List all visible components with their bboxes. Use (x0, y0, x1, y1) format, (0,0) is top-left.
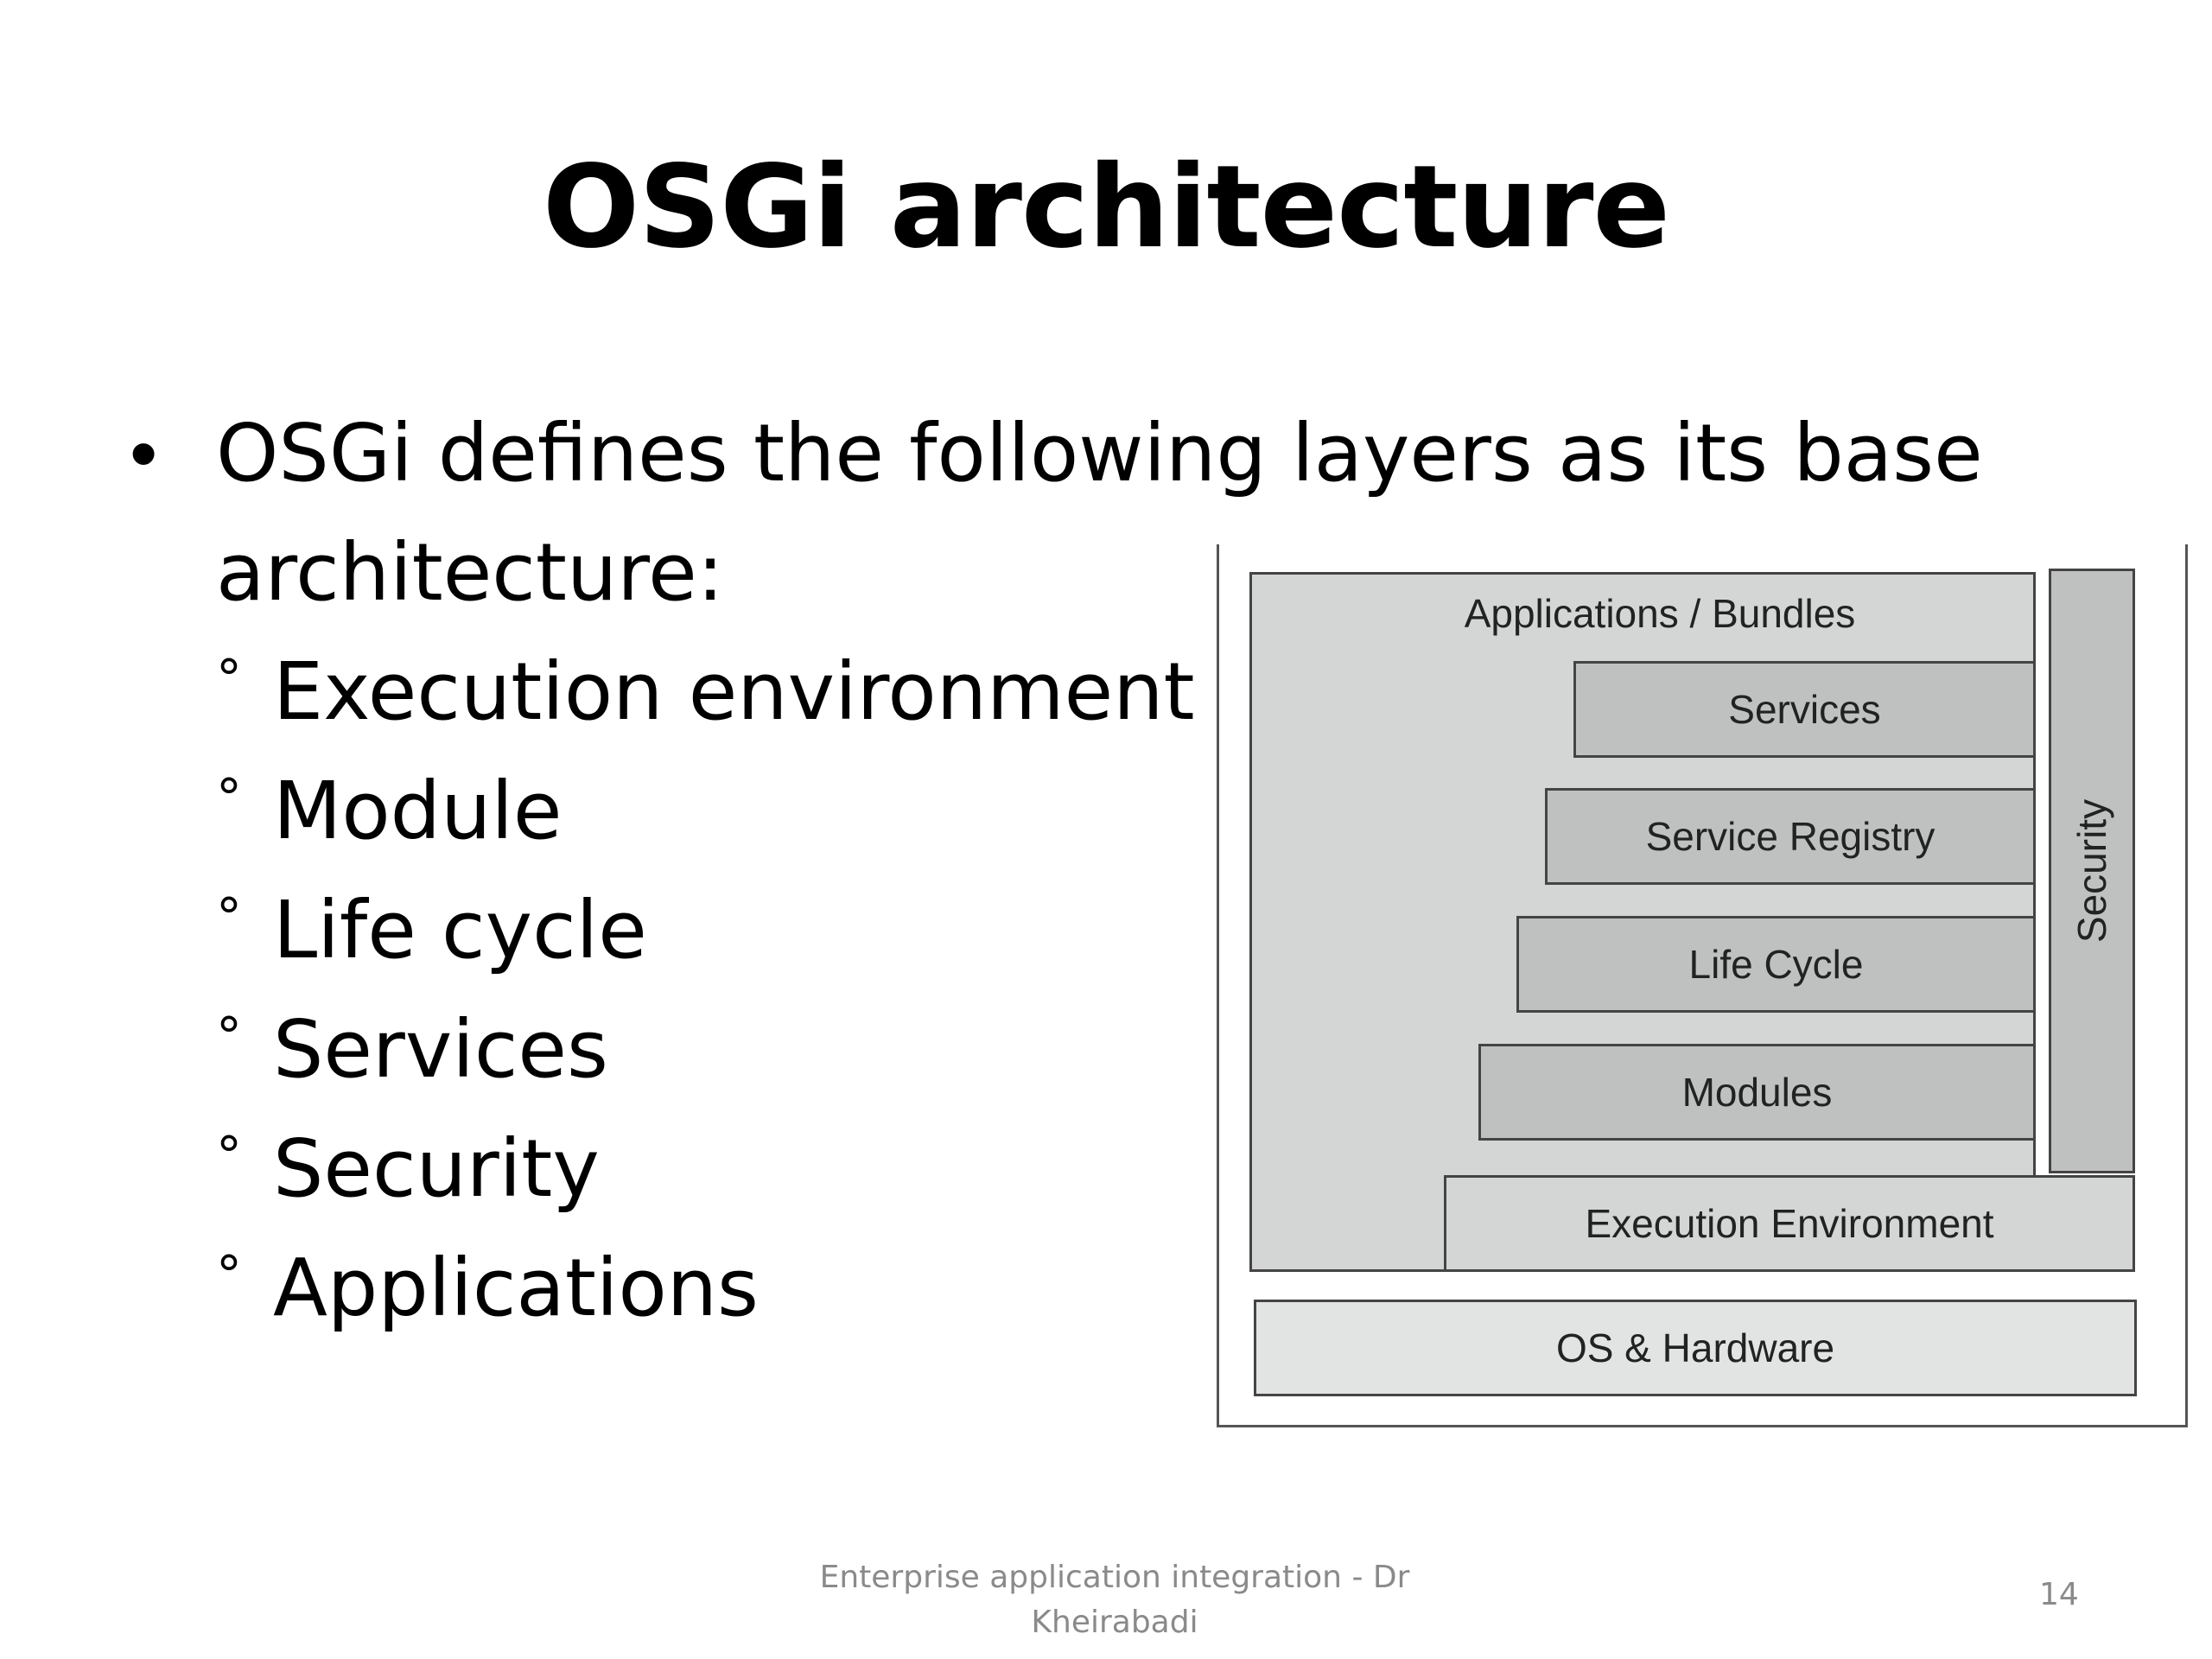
bullet-text-line-1: OSGi defines the following layers as its… (216, 407, 1983, 499)
bullet-text-line-2: architecture: (216, 526, 724, 619)
page-number: 14 (2039, 1577, 2079, 1612)
sub-item-marker: ° (216, 1126, 242, 1186)
modules-layer: Modules (1478, 1044, 2036, 1141)
sub-item-marker: ° (216, 1007, 242, 1067)
execution-environment-box: Execution Environment (1444, 1175, 2135, 1272)
life-cycle-layer: Life Cycle (1516, 916, 2036, 1013)
sub-item-marker: ° (216, 649, 242, 709)
services-layer: Services (1573, 661, 2036, 758)
os-hardware-label: OS & Hardware (1555, 1325, 1835, 1370)
applications-bundles-label: Applications / Bundles (1464, 591, 1856, 636)
sub-item-execution-environment: ° Execution environment (216, 645, 1195, 740)
security-bar: Security (2049, 569, 2135, 1173)
slide-title: OSGi architecture (542, 141, 1670, 274)
sub-item-label: Services (273, 1003, 608, 1096)
sub-item-label: Applications (273, 1242, 759, 1334)
sub-item-marker: ° (216, 1245, 242, 1306)
service-registry-layer-label: Service Registry (1645, 814, 1936, 859)
sub-item-services: ° Services (216, 1002, 608, 1097)
execution-environment-label: Execution Environment (1585, 1201, 1994, 1246)
sub-item-label: Security (273, 1122, 600, 1215)
sub-item-label: Module (273, 765, 563, 857)
security-bar-label: Security (2069, 798, 2115, 944)
sub-item-security: ° Security (216, 1122, 600, 1217)
footer-text: Enterprise application integration - Dr … (819, 1560, 1410, 1640)
life-cycle-layer-label: Life Cycle (1688, 942, 1864, 987)
sub-item-label: Execution environment (273, 645, 1195, 738)
sub-item-marker: ° (216, 768, 242, 829)
sub-item-module: ° Module (216, 764, 563, 859)
sub-item-life-cycle: ° Life cycle (216, 883, 647, 978)
service-registry-layer: Service Registry (1545, 788, 2036, 885)
sub-item-applications: ° Applications (216, 1241, 759, 1336)
sub-item-label: Life cycle (273, 884, 647, 976)
os-hardware-box: OS & Hardware (1254, 1300, 2137, 1396)
modules-layer-label: Modules (1681, 1070, 1833, 1115)
services-layer-label: Services (1728, 687, 1881, 732)
bullet-marker: • (130, 410, 158, 498)
osgi-layer-diagram: Applications / Bundles Services Service … (1217, 544, 2188, 1427)
sub-item-marker: ° (216, 887, 242, 948)
